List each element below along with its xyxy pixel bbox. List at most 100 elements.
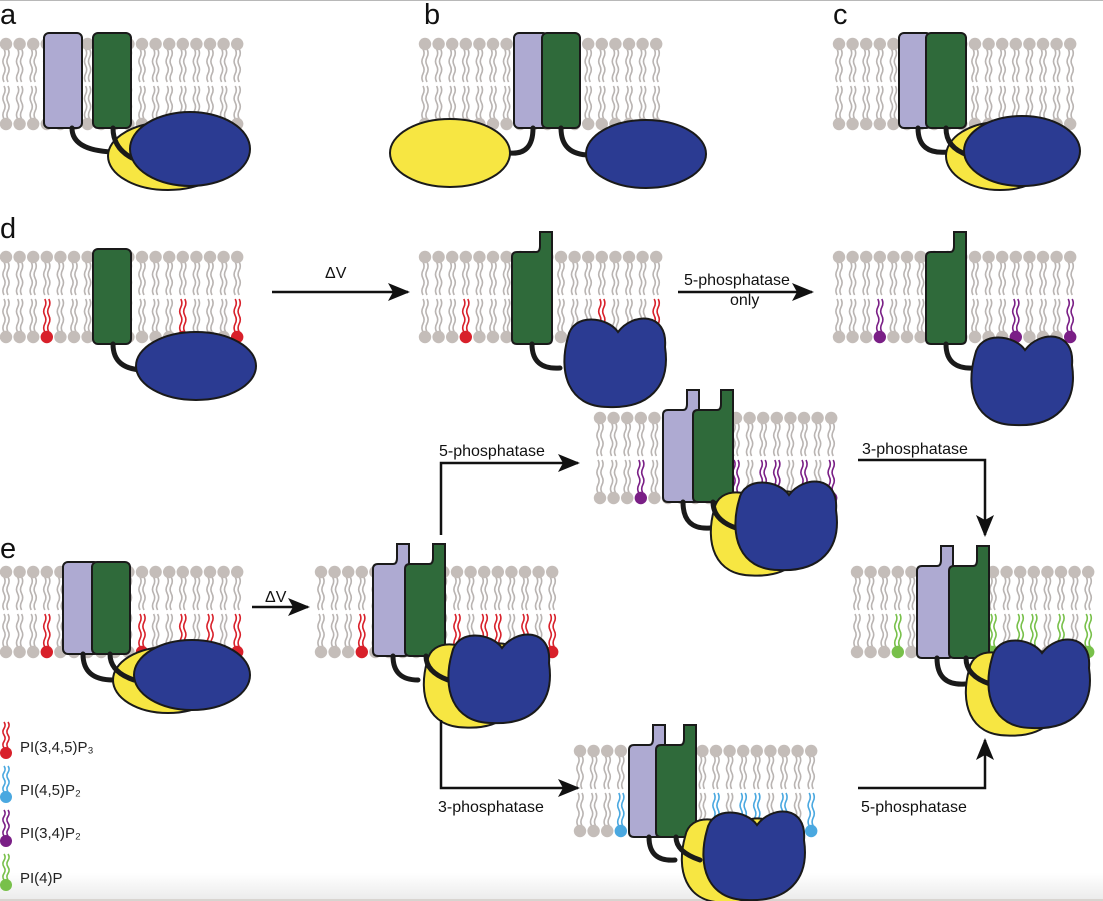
lipid-head — [595, 250, 608, 264]
lipid-head — [832, 330, 846, 344]
lipid-head — [464, 565, 477, 579]
linker-e3a — [680, 499, 713, 531]
lipid-head — [203, 565, 217, 579]
phosphatase-domain-d3 — [970, 335, 1074, 427]
lipid-head — [1064, 37, 1077, 51]
voltage-sensor-green-c — [925, 32, 967, 129]
arrow-e-upper-5phosphatase — [439, 454, 580, 535]
lipid-head — [593, 411, 607, 425]
lipid-head — [0, 747, 12, 759]
phosphatase-domain-d2 — [563, 317, 667, 409]
lipid-head — [0, 250, 13, 264]
lipid-head — [723, 744, 736, 758]
lipid-head — [587, 744, 600, 758]
lipid-head — [0, 37, 13, 51]
lipid-head — [149, 37, 162, 51]
legend-label-pi45p2: PI(4,5)P₂ — [20, 782, 81, 799]
lipid-head — [587, 824, 600, 838]
lipid-head — [432, 250, 445, 264]
lipid-head — [873, 250, 886, 264]
arrows — [252, 283, 994, 797]
voltage-sensor-green-b — [541, 32, 581, 129]
linker-e4a — [646, 834, 678, 863]
lipid-head — [607, 411, 620, 425]
label-e-lower-5phosphatase: 5-phosphatase — [861, 799, 967, 816]
legend-item-pi4p: PI(4)P — [0, 853, 63, 891]
arrow-e-lower-5phosphatase — [858, 738, 994, 790]
pi34p2-lipid-icon — [0, 809, 12, 847]
lipid-head — [217, 250, 230, 264]
panel-label-b: b — [424, 0, 440, 31]
panel-label-d: d — [0, 213, 16, 245]
lipid-head — [891, 565, 904, 579]
label-e-upper-3phosphatase: 3-phosphatase — [862, 441, 968, 458]
lipid-head — [27, 330, 40, 344]
lipid-head — [473, 250, 486, 264]
c2-domain-b — [389, 118, 511, 188]
phosphoinositide-head — [873, 330, 886, 344]
legend-label-pi34p2: PI(3,4)P₂ — [20, 825, 81, 842]
lipid-head — [190, 565, 203, 579]
lipid-head — [518, 565, 532, 579]
legend-item-pip3: PI(3,4,5)P₃ — [0, 721, 94, 759]
lipid-head — [40, 565, 53, 579]
lipid-head — [478, 565, 491, 579]
lipid-head — [905, 565, 918, 579]
lipid-head — [40, 250, 53, 264]
linker-a2 — [110, 125, 135, 161]
lipid-head — [1027, 565, 1041, 579]
voltage-sensor-lavender-a — [43, 32, 83, 129]
lipid-head — [914, 250, 927, 264]
lipid-head — [878, 565, 891, 579]
lipid-head — [217, 37, 230, 51]
lipid-head — [832, 250, 846, 264]
lipid-head — [13, 117, 26, 131]
lipid-head — [532, 565, 545, 579]
lipid-head — [54, 250, 67, 264]
lipid-head — [486, 250, 500, 264]
phosphatase-domain-a — [129, 111, 251, 187]
lipid-head — [1064, 117, 1077, 131]
lipid-head — [846, 37, 859, 51]
lipid-head — [887, 250, 900, 264]
linker-d2 — [529, 341, 563, 371]
lipid-head — [601, 744, 614, 758]
lipid-head — [968, 37, 982, 51]
lipid-head — [887, 117, 900, 131]
lipid-head — [418, 37, 432, 51]
lipid-head — [914, 330, 927, 344]
lipid-head — [797, 411, 811, 425]
lipid-head — [203, 250, 217, 264]
lipid-head — [163, 37, 176, 51]
arrow-e-lower-3phosphatase — [439, 720, 580, 797]
lipid-head — [13, 330, 26, 344]
lipid-head — [1023, 330, 1036, 344]
lipid-head — [864, 565, 877, 579]
lipid-head — [860, 37, 873, 51]
linker-e1b — [107, 651, 137, 683]
lipid-head — [342, 565, 355, 579]
phosphatase-domain-b — [585, 119, 707, 189]
lipid-head — [607, 491, 620, 505]
lipid-head — [887, 330, 900, 344]
lipid-head — [582, 117, 595, 131]
lipid-head — [418, 250, 432, 264]
lipid-head — [864, 645, 877, 659]
linker-a1 — [69, 125, 115, 155]
lipid-head — [176, 565, 189, 579]
lipid-head — [231, 565, 244, 579]
voltage-sensor-green-a — [92, 32, 132, 129]
lipid-head — [13, 645, 26, 659]
voltage-sensor-green-e1 — [91, 561, 131, 655]
lipid-head — [231, 37, 244, 51]
lipid-head — [446, 37, 459, 51]
voltage-sensor-green-e2 — [404, 543, 446, 657]
pi4p-lipid-icon — [0, 853, 12, 891]
lipid-head — [846, 250, 859, 264]
lipid-head — [1036, 37, 1050, 51]
lipid-head — [446, 250, 459, 264]
lipid-head — [135, 37, 149, 51]
pi45p2-lipid-icon — [0, 765, 12, 803]
lipid-head — [900, 330, 914, 344]
phosphoinositide-head — [40, 645, 53, 659]
